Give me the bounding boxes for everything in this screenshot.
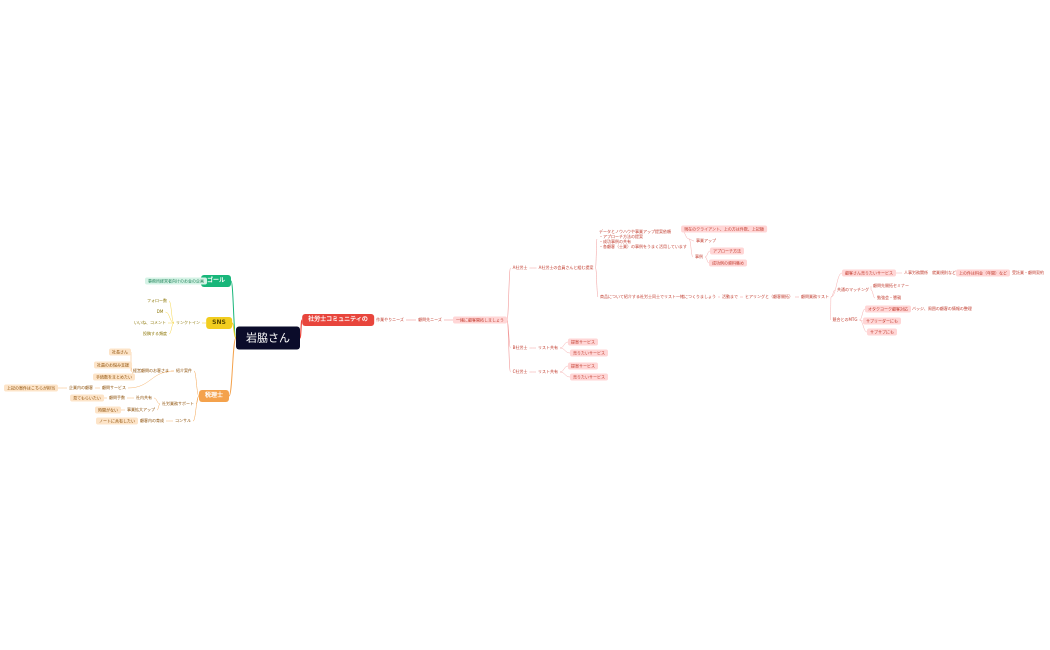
topic-a-case-item[interactable]: アプローチ方法 (710, 247, 744, 255)
topic-a-meetup[interactable]: 勉強会・懇親 (877, 295, 901, 300)
topic-a-competitor-mtg[interactable]: 競合とのMTG (832, 317, 858, 322)
connector-line (559, 365, 569, 373)
topic-a-subleader[interactable]: サブリーダーにも (863, 317, 901, 325)
connector-line (192, 395, 200, 422)
connector-line (559, 347, 571, 354)
topic-advisory-clients[interactable]: 経営顧問のお客さま (133, 368, 169, 373)
topic-a-matching[interactable]: 共通のマッチング (837, 287, 869, 292)
topic-business-expand[interactable]: 事業拡大アップ (127, 407, 155, 412)
topic-b-service[interactable]: 提案サービス (568, 338, 598, 346)
topic-b-list[interactable]: リスト共有 (538, 345, 558, 350)
connector-line (704, 256, 710, 264)
topic-c-sharoushi[interactable]: C社労士 (512, 369, 528, 374)
topic-a-intro[interactable]: 商品について紹介する (600, 294, 640, 299)
topic-want-review[interactable]: 見てもらいたい (70, 394, 104, 402)
topic-needs-2[interactable]: 顧問先ニーズ (418, 317, 442, 322)
topic-a-proposal[interactable]: A社労士の会員さんと組む提案 (538, 265, 594, 270)
connector-line (156, 403, 161, 411)
topic-a-hr-rules[interactable]: 人事労務関係 就業規則など (904, 270, 956, 275)
connector-line (168, 322, 175, 335)
connector-line (559, 371, 571, 378)
topic-a-advisory-list[interactable]: 顧問業務リスト (801, 294, 829, 299)
topic-referral-leaf[interactable]: 社員のお悩み支援 (94, 361, 132, 369)
topic-sns-item[interactable]: 投稿する頻度 (143, 331, 167, 336)
connector-line (506, 267, 511, 321)
connector-line (830, 272, 843, 298)
topic-a-hearing[interactable]: ヒアリングと（顧客開拓） (745, 294, 793, 299)
topic-sns-item[interactable]: いいね、コメント (134, 320, 166, 325)
topic-a-client-services[interactable]: 顧客さん売りたいサービス (842, 269, 896, 277)
connector-line (165, 311, 175, 324)
topic-a-note-item[interactable]: 事業アップ (696, 238, 716, 243)
topic-a-activity[interactable]: 活動まで (722, 294, 738, 299)
topic-client-training[interactable]: 顧客内の育成 (140, 418, 164, 423)
connector-line (870, 289, 876, 299)
topic-consulting[interactable]: コンサル (175, 418, 191, 423)
topic-a-seminar[interactable]: 顧問先開拓セミナー (873, 283, 909, 288)
topic-sns-item[interactable]: フォロー数 (147, 298, 167, 303)
topic-a-york[interactable]: オタクヨーク顧客対応 (865, 305, 911, 313)
connector-line (506, 319, 511, 373)
topic-c-list[interactable]: リスト共有 (538, 369, 558, 374)
topic-linkedin[interactable]: リンクトイン (176, 320, 200, 325)
connector-line (688, 238, 695, 242)
topic-a-contract[interactable]: 受託業・顧問契約 (1012, 270, 1044, 275)
topic-goal[interactable]: ゴール (200, 275, 232, 287)
topic-a-note-item[interactable]: 事例 (695, 254, 703, 259)
topic-a-list[interactable]: 社労士同士でリスト一緒につくりましょう (640, 294, 716, 299)
topic-a-fee[interactable]: 上の件は料金（年間）など (956, 269, 1010, 277)
topic-internal-share[interactable]: 社内共有 (136, 395, 152, 400)
connector-line (688, 238, 694, 258)
connector-line (559, 341, 569, 349)
topic-share-notes[interactable]: ノートに共有したい (96, 417, 138, 425)
topic-needs-1[interactable]: 作業やりニーズ (376, 317, 404, 322)
central-topic[interactable]: 岩脇さん (236, 326, 300, 350)
topic-a-case-item[interactable]: 成功例の資料集め (709, 259, 747, 267)
connector-line (153, 397, 161, 405)
topic-advisory-fee[interactable]: 顧問手数 (109, 395, 125, 400)
topic-joint-acquisition[interactable]: 一緒に顧客開拓しましょう (453, 316, 507, 324)
topic-a-badge[interactable]: バッジ、周囲の顧客の情報の整理 (912, 306, 972, 311)
connector-line (168, 300, 175, 324)
topic-sns-item[interactable]: DM (156, 309, 164, 314)
connector-line (299, 319, 303, 339)
topic-a-sharoushi[interactable]: A社労士 (512, 265, 528, 270)
topic-referral-leaf[interactable]: 手続数をまとめたい (93, 373, 135, 381)
topic-b-service[interactable]: 売りたいサービス (570, 349, 608, 357)
topic-b-sharoushi[interactable]: B社労士 (512, 345, 528, 350)
connector-line (595, 238, 598, 269)
topic-inhouse-clients[interactable]: 企業内の顧客 (69, 385, 93, 390)
topic-goal-leaf[interactable]: 事務所経営者向けのお金の企画 (145, 277, 207, 285)
connector-line (704, 250, 711, 258)
topic-c-service[interactable]: 売りたいサービス (570, 373, 608, 381)
topic-c-service[interactable]: 提案サービス (568, 362, 598, 370)
connector-line (830, 296, 832, 321)
topic-labor-support[interactable]: 社労業務サポート (162, 401, 194, 406)
connector-line (228, 337, 237, 397)
connector-line (830, 289, 836, 298)
topic-zeirishi[interactable]: 税理士 (198, 390, 230, 402)
connector-line (193, 370, 200, 397)
topic-advisory-service[interactable]: 顧問サービス (102, 385, 126, 390)
topic-a-subsub[interactable]: サブサブにも (867, 328, 897, 336)
topic-a-note-item[interactable]: 現在のクライアント、上の方は件数、上記額 (681, 225, 767, 233)
topic-inhouse-note[interactable]: 上記の案件はこちらが担当 (4, 384, 58, 392)
connector-line (595, 267, 599, 298)
connector-line (859, 319, 868, 333)
connector-line (231, 322, 237, 339)
connector-line (127, 370, 175, 389)
topic-sharoushi-community[interactable]: 社労士コミュニティの (302, 314, 374, 326)
topic-no-time[interactable]: 時間がない (95, 406, 121, 414)
topic-a-note[interactable]: データとノウハウや事業アップ提案依頼 ・アプローチ方法の提案 ・成功事例の共有 … (599, 229, 687, 249)
topic-referral[interactable]: 紹介案件 (176, 368, 192, 373)
topic-sns[interactable]: SNS (206, 317, 232, 329)
connector-line (859, 308, 866, 321)
topic-referral-leaf[interactable]: 社長さん (109, 348, 131, 356)
